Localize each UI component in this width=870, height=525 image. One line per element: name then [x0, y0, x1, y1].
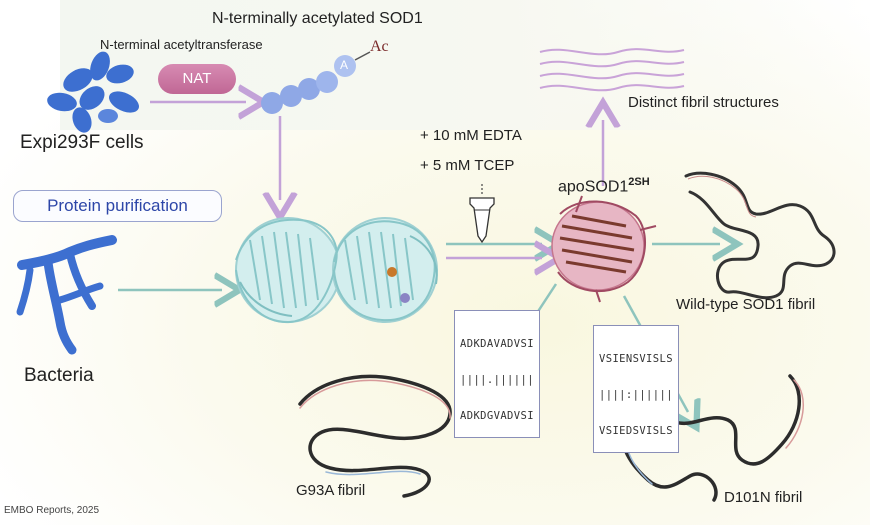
apo-sod1-main: apoSOD1	[558, 178, 629, 196]
acetylated-chain-icon	[261, 51, 371, 114]
edta-label: + 10 mM EDTA	[420, 127, 522, 144]
d101n-alignment-box: VSIENSVISLS ||||:|||||| VSIEDSVISLS	[593, 325, 679, 453]
alignment-line: VSIENSVISLS	[599, 353, 673, 365]
acetylated-sod1-label: N-terminally acetylated SOD1	[212, 10, 423, 27]
wildtype-fibril-label: Wild-type SOD1 fibril	[676, 296, 816, 313]
tcep-label: + 5 mM TCEP	[420, 157, 515, 174]
sod1-dimer-structure	[235, 217, 438, 324]
citation-label: EMBO Reports, 2025	[4, 505, 100, 516]
nat-enzyme-badge: NAT	[158, 64, 236, 94]
bacteria-icon	[16, 235, 117, 355]
g93a-fibril-trace	[298, 374, 452, 498]
protein-purification-box: Protein purification	[13, 190, 222, 222]
distinct-fibril-label: Distinct fibril structures	[628, 94, 779, 111]
wildtype-fibril-trace	[684, 171, 836, 300]
acetyltransferase-label: N-terminal acetyltransferase	[100, 37, 263, 52]
distinct-fibril-lines-icon	[539, 48, 685, 92]
copper-ion-icon	[387, 267, 397, 277]
expi293f-label: Expi293F cells	[20, 132, 144, 153]
alignment-line: ||||:||||||	[599, 389, 673, 401]
expi293f-cells-icon	[47, 51, 139, 133]
alignment-line: ||||.||||||	[460, 374, 534, 386]
alignment-line: VSIEDSVISLS	[599, 425, 673, 437]
alanine-residue-label: A	[340, 58, 349, 72]
apo-sod1-superscript: 2SH	[628, 176, 650, 188]
apo-sod1-label: apoSOD12SH	[558, 176, 650, 196]
pipette-tube-icon	[469, 184, 495, 244]
g93a-alignment-box: ADKDAVADVSI ||||.|||||| ADKDGVADVSI	[454, 310, 540, 438]
apo-sod1-structure	[551, 195, 657, 303]
alignment-line: ADKDAVADVSI	[460, 338, 534, 350]
zinc-ion-icon	[400, 293, 410, 303]
d101n-fibril-label: D101N fibril	[724, 489, 803, 506]
acetyl-group-label: Ac	[370, 38, 389, 55]
bacteria-label: Bacteria	[24, 365, 94, 386]
alignment-line: ADKDGVADVSI	[460, 410, 534, 422]
g93a-fibril-label: G93A fibril	[296, 482, 366, 499]
